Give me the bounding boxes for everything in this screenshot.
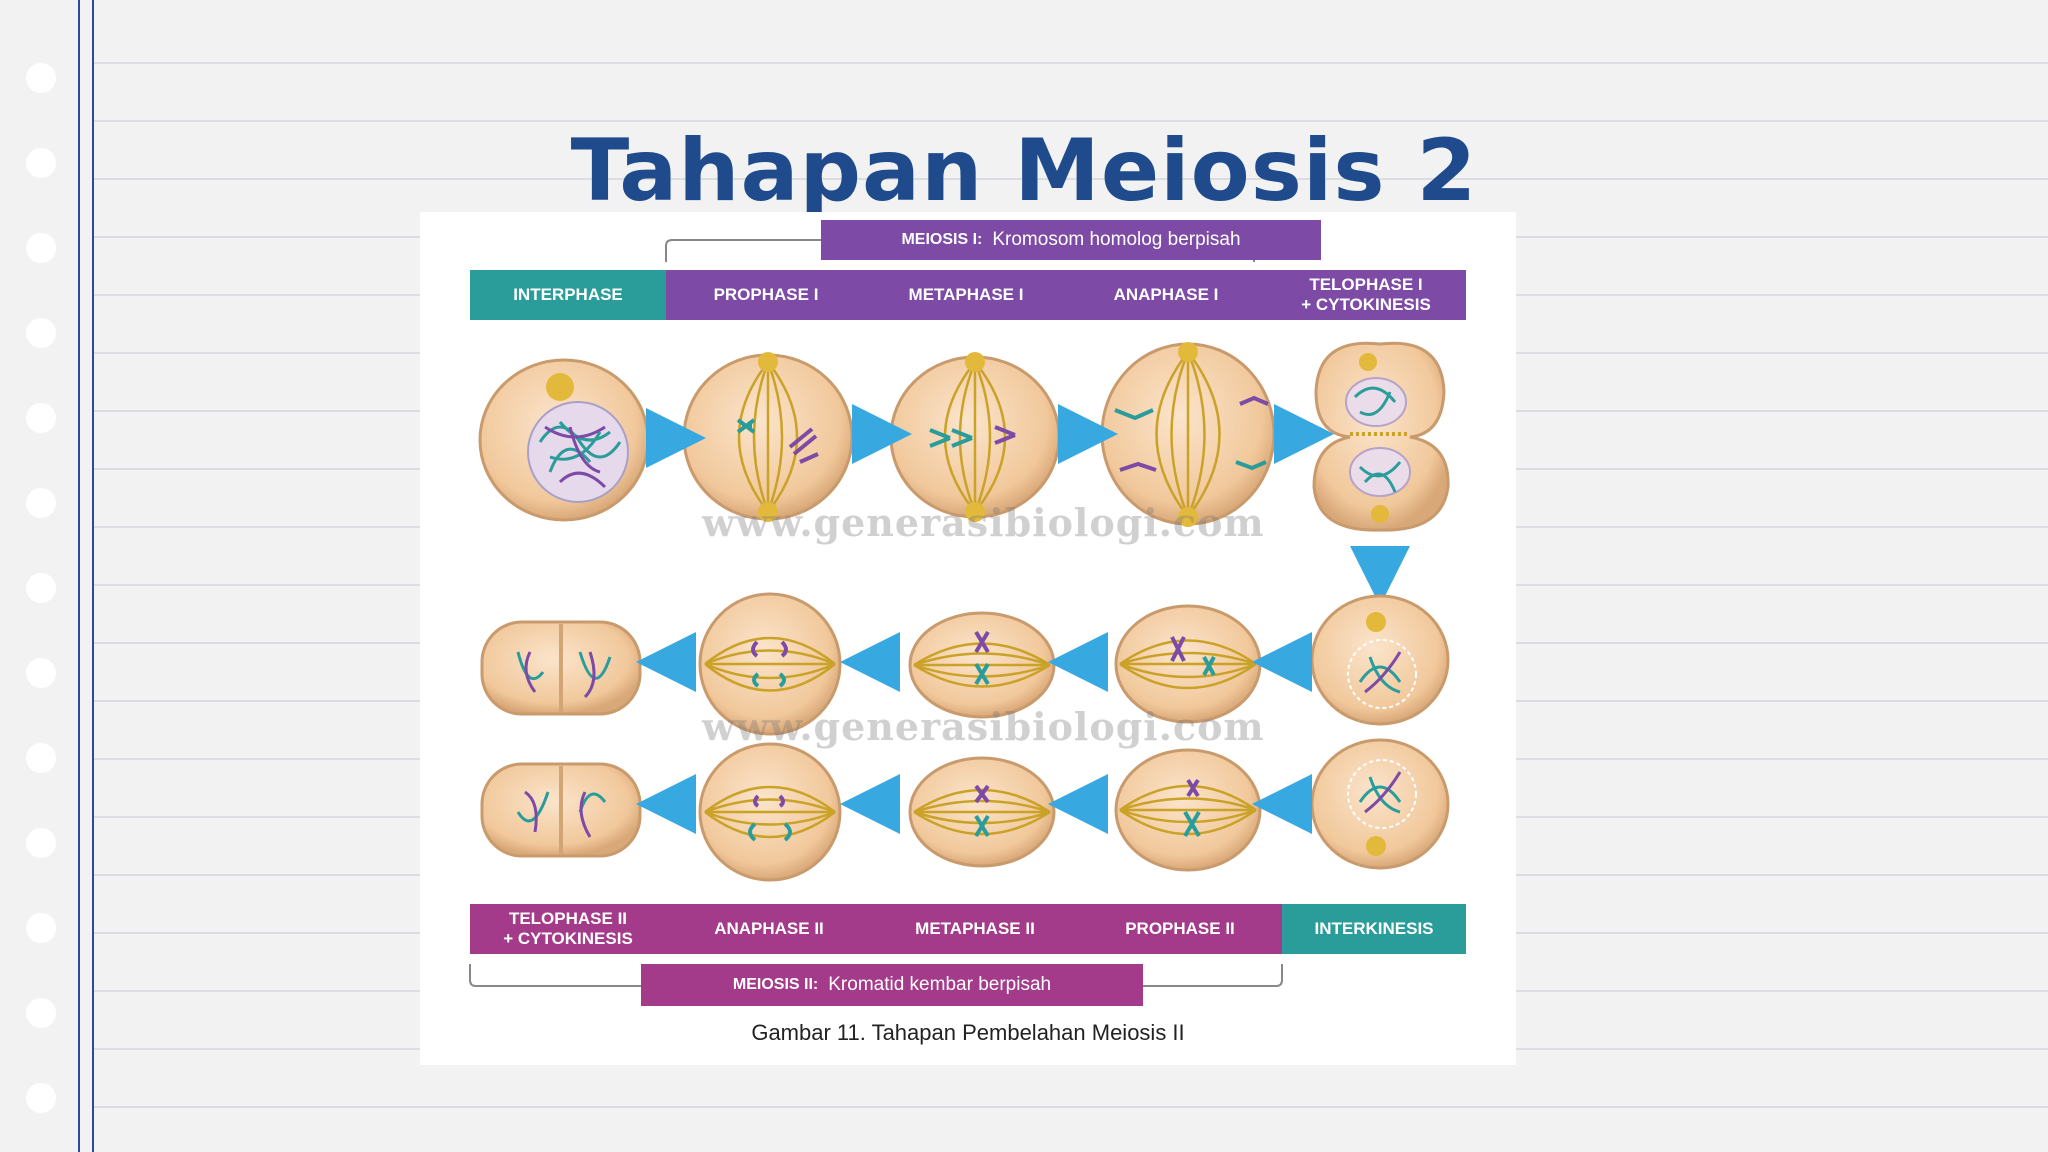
cell-telophase-1 <box>1312 341 1450 532</box>
meiosis1-prefix: MEIOSIS I: <box>901 230 983 248</box>
diagram-art <box>469 239 1450 987</box>
binder-hole <box>26 1083 56 1113</box>
cell-anaphase-2-lower <box>698 742 842 882</box>
watermark: www.generasibiologi.com <box>702 500 1265 545</box>
phase-metaphase-1: METAPHASE I <box>866 270 1066 320</box>
meiosis1-banner: MEIOSIS I: Kromosom homolog berpisah <box>821 220 1321 260</box>
phase-anaphase-1: ANAPHASE I <box>1066 270 1266 320</box>
meiosis2-prefix: MEIOSIS II: <box>732 975 819 993</box>
cell-metaphase-2-upper <box>908 611 1056 719</box>
binder-hole <box>26 743 56 773</box>
cell-anaphase-2-upper <box>698 592 842 736</box>
cell-interkinesis-upper <box>1310 594 1450 726</box>
meiosis2-banner: MEIOSIS II: Kromatid kembar berpisah <box>641 964 1143 1006</box>
meiosis-figure: MEIOSIS I: Kromosom homolog berpisah INT… <box>420 212 1516 1065</box>
binder-hole <box>26 828 56 858</box>
phase-interkinesis: INTERKINESIS <box>1282 904 1466 954</box>
margin-line <box>92 0 94 1152</box>
phase-metaphase-2: METAPHASE II <box>872 904 1078 954</box>
phase-prophase-1: PROPHASE I <box>666 270 866 320</box>
cell-telophase-2-lower <box>480 762 642 858</box>
phase-anaphase-2: ANAPHASE II <box>666 904 872 954</box>
binder-hole <box>26 913 56 943</box>
slide-title: Tahapan Meiosis 2 <box>570 121 1478 221</box>
cell-prophase-1 <box>682 352 854 522</box>
binder-hole <box>26 573 56 603</box>
binder-hole <box>26 63 56 93</box>
watermark: www.generasibiologi.com <box>702 704 1265 749</box>
cell-interphase <box>478 358 650 522</box>
margin-line <box>78 0 80 1152</box>
phase-telophase-2: TELOPHASE II + CYTOKINESIS <box>470 904 666 954</box>
cell-prophase-2-lower <box>1114 748 1262 872</box>
figure-caption: Gambar 11. Tahapan Pembelahan Meiosis II <box>751 1020 1185 1045</box>
cell-prophase-2-upper <box>1114 604 1262 724</box>
phase-interphase: INTERPHASE <box>470 270 666 320</box>
cell-interkinesis-lower <box>1310 738 1450 870</box>
binder-hole <box>26 403 56 433</box>
binder-hole <box>26 233 56 263</box>
meiosis1-text: Kromosom homolog berpisah <box>992 229 1241 251</box>
cell-metaphase-1 <box>889 352 1061 522</box>
binder-hole <box>26 148 56 178</box>
binder-hole <box>26 318 56 348</box>
meiosis2-text: Kromatid kembar berpisah <box>828 974 1052 996</box>
phase-prophase-2: PROPHASE II <box>1078 904 1282 954</box>
cell-metaphase-2-lower <box>908 756 1056 868</box>
binder-hole <box>26 998 56 1028</box>
binder-hole <box>26 658 56 688</box>
binder-hole <box>26 488 56 518</box>
cell-telophase-2-upper <box>480 620 642 716</box>
phase-telophase-1: TELOPHASE I + CYTOKINESIS <box>1266 270 1466 320</box>
